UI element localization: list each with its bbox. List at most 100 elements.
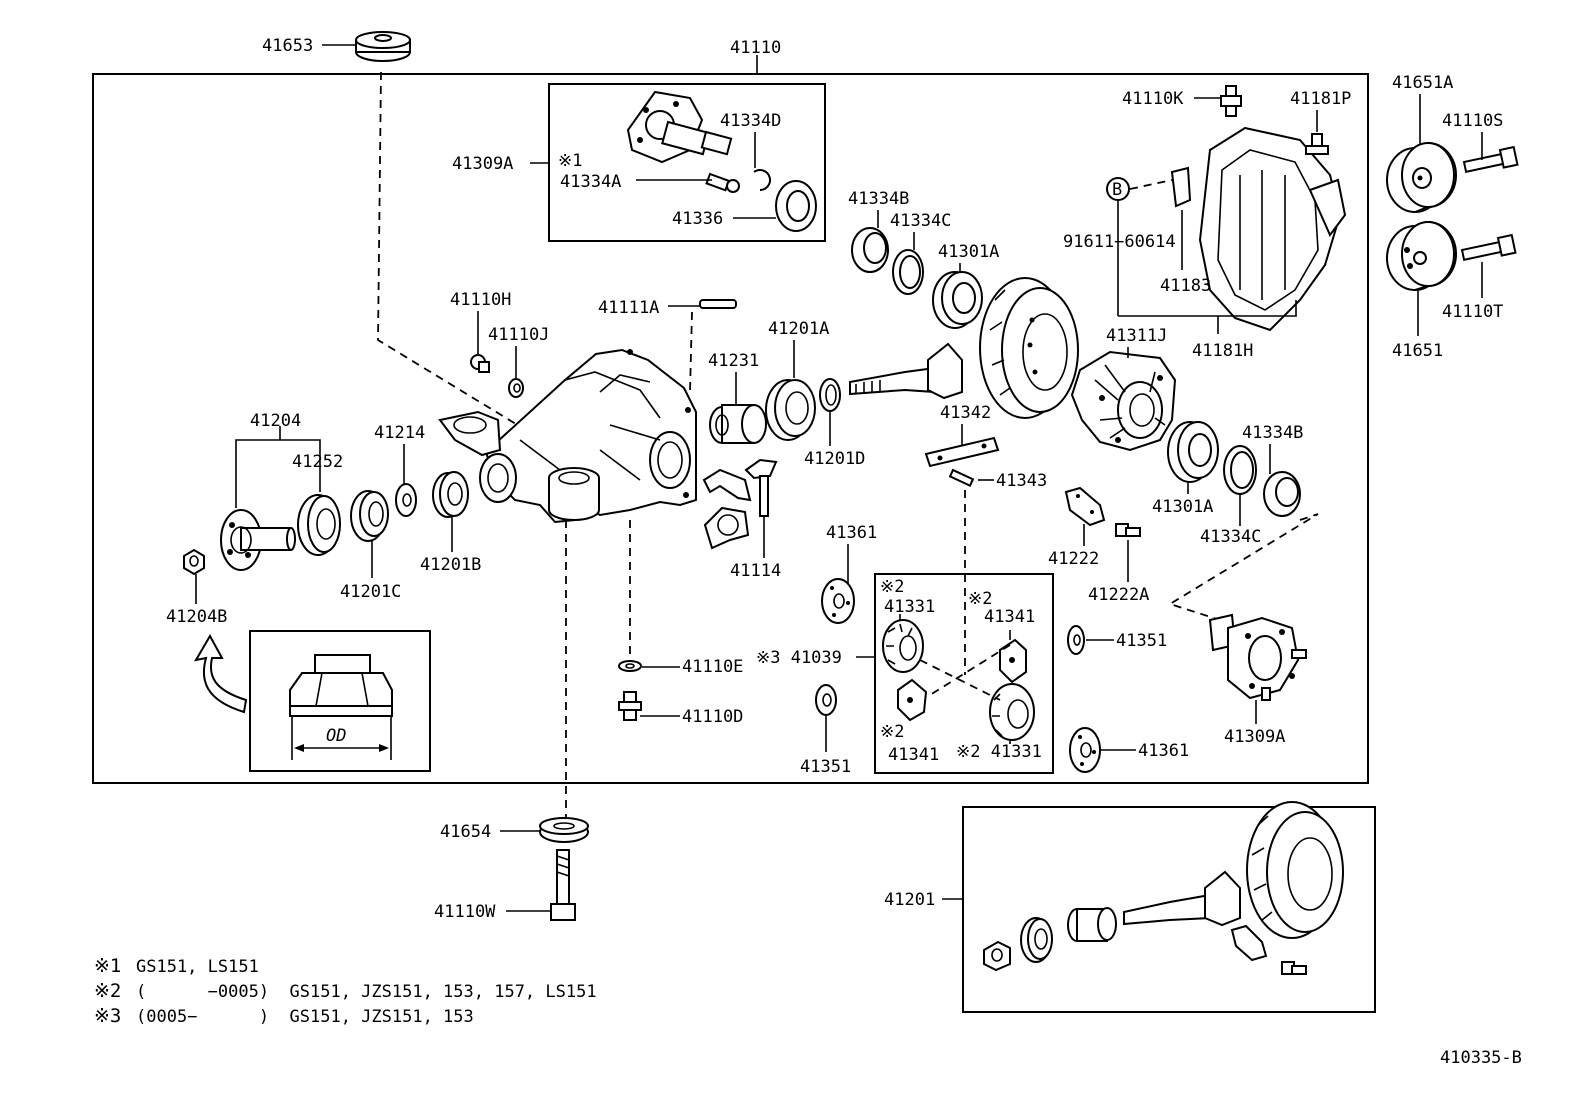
arrow-to-41204B [194, 633, 248, 714]
label-41110T: 41110T [1442, 302, 1503, 322]
bolt-41110S-shape [1462, 145, 1519, 173]
bolt-41110W-shape [550, 849, 576, 921]
seal-41252-shape [297, 494, 341, 556]
box2-41331-top: 41331 [884, 597, 935, 617]
washer-41110E-shape [618, 660, 642, 672]
label-41301A-right: 41301A [1152, 497, 1213, 517]
mount-41651A-shape [1386, 141, 1457, 213]
lock-41222-shape [1064, 486, 1106, 527]
label-41201: 41201 [884, 890, 935, 910]
spacer-41231-shape [709, 404, 767, 444]
box2-mark-tl: ※2 [880, 577, 904, 597]
label-41114: 41114 [730, 561, 781, 581]
label-41351-right: 41351 [1116, 631, 1167, 651]
kit-41201-box [962, 806, 1376, 1013]
label-41183: 41183 [1160, 276, 1211, 296]
washer-41351-bottom-shape [815, 684, 837, 716]
snap-ring-41334D-shape [753, 169, 771, 191]
drawing-number: 410335-B [1440, 1048, 1522, 1068]
housing-41110-shape [438, 348, 697, 524]
plug-41110D-shape [618, 691, 642, 721]
notes: ※1 GS151, LS151 ※2 ( −0005) GS151, JZS15… [94, 955, 597, 1027]
label-41201D: 41201D [804, 449, 865, 469]
label-41651A: 41651A [1392, 73, 1453, 93]
label-41110W: 41110W [434, 902, 496, 922]
washer-41361-top-shape [821, 578, 855, 624]
label-41039: ※3 41039 [756, 648, 842, 668]
label-41252: 41252 [292, 452, 343, 472]
label-41334C-right: 41334C [1200, 527, 1261, 547]
label-od: OD [326, 726, 346, 746]
label-41301A-top: 41301A [938, 242, 999, 262]
note-3-text: (0005− ) GS151, JZS151, 153 [136, 1007, 474, 1027]
label-41110J: 41110J [488, 325, 549, 345]
race-41334B-right-shape [1263, 471, 1301, 517]
pinion-41341-bottom-shape [897, 678, 928, 722]
label-41222A: 41222A [1088, 585, 1149, 605]
side-gear-41331-top-shape [882, 619, 924, 673]
label-41309A-bottom: 41309A [1224, 727, 1285, 747]
ring-gear-shape [979, 277, 1079, 419]
note-2-mark: ※2 [94, 980, 121, 1002]
label-41110E: 41110E [682, 657, 743, 677]
bearing-41301A-top-shape [932, 271, 983, 329]
label-41653: 41653 [262, 36, 313, 56]
label-41334A: 41334A [560, 172, 621, 192]
bearing-41201C-shape [350, 490, 389, 542]
box2-41341-bottom: 41341 [888, 745, 939, 765]
nut-41204B-shape [183, 548, 205, 576]
label-91611-60614: 91611−60614 [1063, 232, 1176, 252]
mount-41654-shape [539, 817, 589, 843]
shim-41201D-shape [819, 378, 841, 412]
label-41201A: 41201A [768, 319, 829, 339]
assembly-frame [92, 73, 1369, 784]
note-1-mark: ※1 [94, 955, 121, 977]
cover-41183-shape [1198, 126, 1347, 332]
label-41110S: 41110S [1442, 111, 1503, 131]
label-41334D: 41334D [720, 111, 781, 131]
label-41334C-top: 41334C [890, 211, 951, 231]
pinion-shape [849, 342, 963, 400]
bolt-41222A-shape [1115, 523, 1141, 537]
bearing-cap-shape [702, 468, 752, 550]
note-2-text: ( −0005) GS151, JZS151, 153, 157, LS151 [136, 982, 597, 1002]
note-3-mark: ※3 [94, 1005, 121, 1027]
label-41110D: 41110D [682, 707, 743, 727]
pin-41343-shape [948, 468, 975, 487]
box2-41331-bottom: ※2 41331 [956, 742, 1042, 762]
label-41342: 41342 [940, 403, 991, 423]
label-41309A-top: 41309A [452, 154, 513, 174]
diff-case-41311J-shape [1070, 350, 1177, 452]
box2-mark-bl: ※2 [880, 722, 904, 742]
label-41654: 41654 [440, 822, 491, 842]
label-41201B: 41201B [420, 555, 481, 575]
label-41311J: 41311J [1106, 326, 1167, 346]
label-41361-bottom: 41361 [1138, 741, 1189, 761]
label-41334B-right: 41334B [1242, 423, 1303, 443]
side-gear-41331-bottom-shape [989, 683, 1035, 741]
label-41201C: 41201C [340, 582, 401, 602]
bolt-41110T-shape [1460, 233, 1517, 261]
label-41222: 41222 [1048, 549, 1099, 569]
nut-od-detail-shape [289, 654, 393, 760]
shaft-41342-shape [924, 436, 1000, 468]
pinion-41341-top-shape [999, 638, 1027, 684]
label-41181P: 41181P [1290, 89, 1351, 109]
bolt-41334A-shape [705, 172, 740, 193]
bearing-41301A-right-shape [1167, 421, 1219, 483]
label-41181H: 41181H [1192, 341, 1253, 361]
label-41110: 41110 [730, 38, 781, 58]
label-41231: 41231 [708, 351, 759, 371]
label-41110K: 41110K [1122, 89, 1184, 109]
bolt-41114-shape [744, 458, 778, 517]
label-41361-top: 41361 [826, 523, 877, 543]
label-41204B: 41204B [166, 607, 227, 627]
washer-41214-shape [395, 483, 417, 517]
washer-41110J-shape [508, 378, 524, 398]
od-detail-box [249, 630, 431, 772]
box2-41341-top: 41341 [984, 607, 1035, 627]
race-41334B-top-shape [851, 227, 889, 273]
washer-41351-right-shape [1067, 625, 1085, 655]
flange-41309A-bottom-shape [1208, 613, 1307, 701]
